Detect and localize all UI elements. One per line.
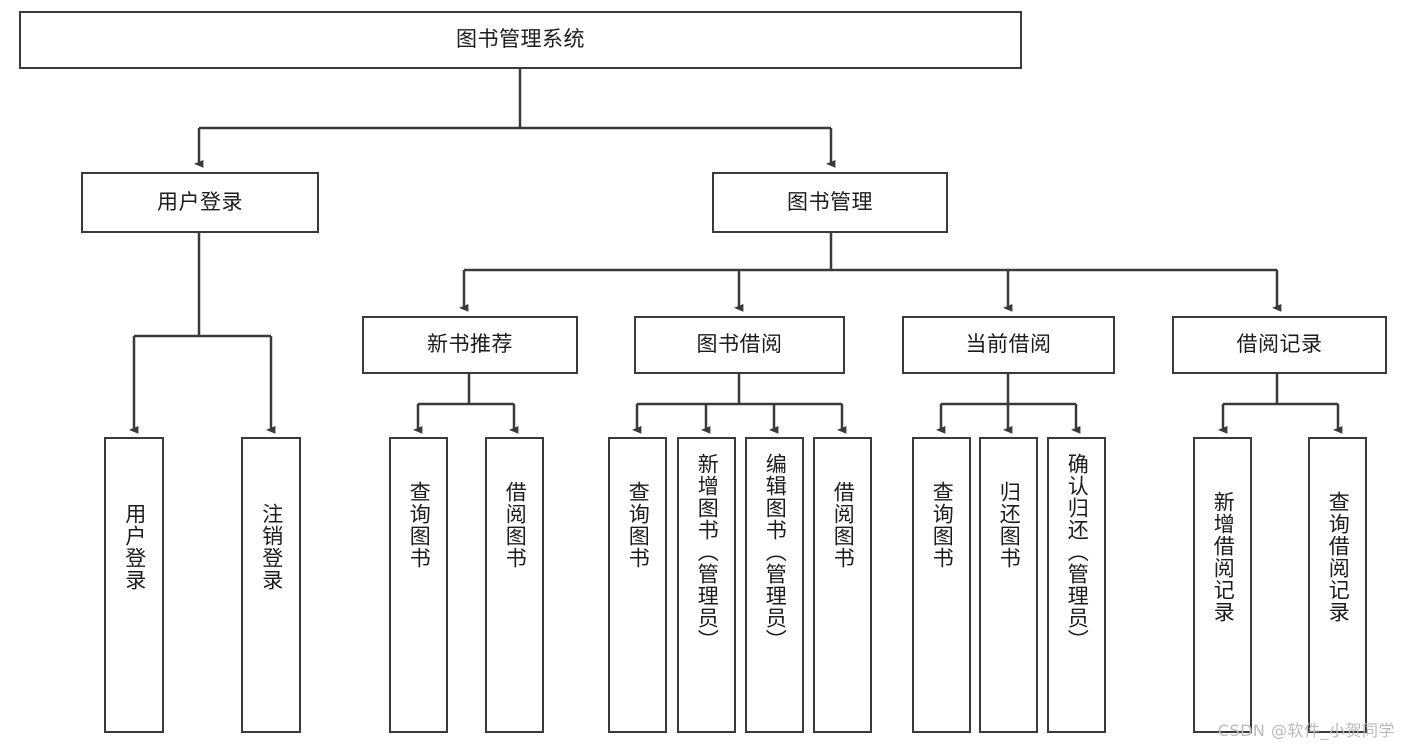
leaf-query-book-current[interactable]: 查询图书 (912, 437, 971, 733)
node-label: 注销登录 (259, 503, 284, 591)
leaf-borrow-book-recommend[interactable]: 借阅图书 (485, 437, 544, 733)
leaf-query-borrow-record[interactable]: 查询借阅记录 (1308, 437, 1367, 733)
node-label: 新增借阅记录 (1211, 491, 1236, 623)
node-label: 借阅图书 (503, 481, 528, 569)
node-book-borrow[interactable]: 图书借阅 (634, 316, 845, 374)
leaf-query-book-borrow[interactable]: 查询图书 (608, 437, 667, 733)
leaf-logout[interactable]: 注销登录 (241, 437, 301, 733)
node-book-management[interactable]: 图书管理 (712, 172, 948, 233)
node-label: 图书管理 (787, 189, 873, 214)
node-new-book-recommend[interactable]: 新书推荐 (362, 316, 578, 374)
node-label: 确认归还（管理员） (1065, 453, 1090, 651)
node-label: 查询借阅记录 (1326, 491, 1351, 623)
leaf-add-borrow-record[interactable]: 新增借阅记录 (1193, 437, 1252, 733)
node-user-login[interactable]: 用户登录 (81, 172, 319, 233)
leaf-lend-book[interactable]: 借阅图书 (813, 437, 872, 733)
watermark-text: CSDN @软件_小贺同学 (1217, 721, 1395, 740)
node-label: 查询图书 (626, 481, 651, 569)
leaf-confirm-return-admin[interactable]: 确认归还（管理员） (1047, 437, 1106, 733)
node-label: 图书借阅 (696, 332, 783, 357)
leaf-return-book[interactable]: 归还图书 (979, 437, 1038, 733)
node-label: 查询图书 (407, 481, 432, 569)
node-root-system[interactable]: 图书管理系统 (19, 11, 1022, 69)
leaf-add-book-admin[interactable]: 新增图书（管理员） (677, 437, 736, 733)
node-label: 图书管理系统 (456, 27, 585, 52)
node-label: 借阅图书 (831, 481, 856, 569)
node-label: 新书推荐 (427, 332, 513, 357)
node-label: 查询图书 (930, 481, 955, 569)
node-label: 用户登录 (157, 189, 243, 214)
leaf-query-book-recommend[interactable]: 查询图书 (389, 437, 448, 733)
leaf-user-login[interactable]: 用户登录 (104, 437, 164, 733)
node-label: 借阅记录 (1236, 332, 1323, 357)
node-current-borrow[interactable]: 当前借阅 (902, 316, 1115, 374)
node-label: 新增图书（管理员） (695, 453, 720, 651)
leaf-edit-book-admin[interactable]: 编辑图书（管理员） (745, 437, 804, 733)
node-borrow-record[interactable]: 借阅记录 (1172, 316, 1387, 374)
node-label: 当前借阅 (965, 332, 1052, 357)
node-label: 用户登录 (122, 503, 147, 591)
node-label: 归还图书 (997, 481, 1022, 569)
node-label: 编辑图书（管理员） (763, 453, 788, 651)
